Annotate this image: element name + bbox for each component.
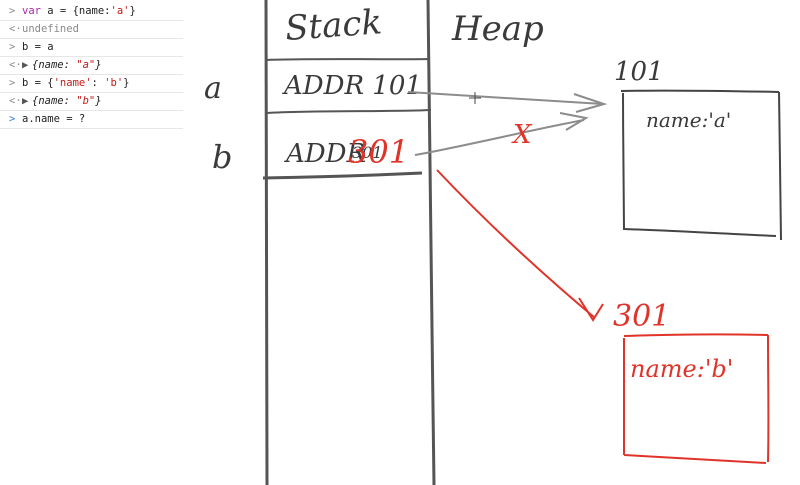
console-token: {name: xyxy=(32,59,77,71)
console-row: <·▶{name: "b"} xyxy=(0,92,183,111)
addr-b-prefix: ADDR xyxy=(284,139,366,169)
console-token: "a" xyxy=(76,59,96,71)
console-token: } xyxy=(129,5,136,17)
addr-b-scribble: 301 xyxy=(352,143,383,162)
stack-right-line xyxy=(426,0,436,485)
input-prompt-icon: > xyxy=(9,5,16,17)
output-arrow-icon: <· xyxy=(9,59,22,71)
expand-triangle-icon[interactable]: ▶ xyxy=(22,59,29,71)
var-a-label: a xyxy=(204,71,222,106)
console-line-text: ▶{name: "a"} xyxy=(22,56,102,74)
devtools-console: >var a = {name:'a'}<·undefined>b = a<·▶{… xyxy=(0,0,183,140)
console-token: } xyxy=(123,77,130,89)
heap-label: Heap xyxy=(451,9,544,49)
expand-triangle-icon[interactable]: ▶ xyxy=(22,95,29,107)
console-token: b = a xyxy=(22,41,54,53)
output-arrow-icon: <· xyxy=(9,95,22,107)
console-token: 'a' xyxy=(110,5,130,17)
console-token: 'name' xyxy=(53,77,92,89)
console-token: : xyxy=(91,77,105,89)
console-line-text: ▶{name: "b"} xyxy=(22,92,102,110)
console-token: 'b' xyxy=(104,77,124,89)
stack-label: Stack xyxy=(284,2,383,49)
console-token: } xyxy=(95,95,102,107)
console-line-text: b = a xyxy=(22,38,54,56)
arrow-b-to-101 xyxy=(414,119,585,156)
arrow-301-head xyxy=(578,297,604,322)
console-row: > var a = {name:'a'} xyxy=(0,2,183,21)
input-prompt-icon: > xyxy=(9,113,16,125)
heap2-content: name:'b' xyxy=(630,355,733,383)
arrow-b-head xyxy=(559,112,589,131)
console-token: "b" xyxy=(76,95,96,107)
stack-left-line xyxy=(264,0,269,485)
console-token: a.name = ? xyxy=(22,113,86,125)
stack-row-line-2 xyxy=(264,109,432,114)
console-row: <·▶{name: "a"} xyxy=(0,56,183,75)
heap2-box xyxy=(622,333,770,464)
addr-b-new: 301 xyxy=(348,133,409,171)
var-b-label: b xyxy=(212,138,232,176)
output-arrow-icon: <· xyxy=(9,23,22,35)
console-row: <·undefined xyxy=(0,20,183,39)
console-input-line[interactable]: a.name = ? xyxy=(22,110,85,128)
cursor-crosshair-icon xyxy=(469,92,481,104)
heap1-content: name:'a' xyxy=(646,108,731,132)
arrow-a-to-101 xyxy=(407,91,604,105)
console-line-text: undefined xyxy=(22,20,79,38)
input-prompt-icon: > xyxy=(9,77,16,89)
stack-row-line-3 xyxy=(262,171,423,180)
console-token: {name: xyxy=(32,95,77,107)
arrow-a-head xyxy=(573,93,608,113)
console-row: > a.name = ? xyxy=(0,110,183,129)
console-token: a = {name: xyxy=(40,5,111,17)
console-row: > b = a xyxy=(0,38,183,57)
console-row: > b = {'name': 'b'} xyxy=(0,74,183,93)
cross-mark: X xyxy=(511,120,533,150)
arrow-b-to-301 xyxy=(436,169,596,319)
addr-a-text: ADDR 101 xyxy=(282,71,422,101)
heap1-address: 101 xyxy=(614,57,664,87)
input-prompt-icon: > xyxy=(9,41,16,53)
console-token: } xyxy=(95,59,102,71)
heap1-box xyxy=(620,89,782,241)
console-line-text: var a = {name:'a'} xyxy=(22,2,136,20)
console-token: var xyxy=(22,5,41,17)
console-token: undefined xyxy=(22,23,79,35)
console-line-text: b = {'name': 'b'} xyxy=(22,74,130,92)
stack-row-line-1 xyxy=(264,58,430,61)
console-token: b = { xyxy=(22,77,54,89)
heap2-address: 301 xyxy=(613,299,670,334)
